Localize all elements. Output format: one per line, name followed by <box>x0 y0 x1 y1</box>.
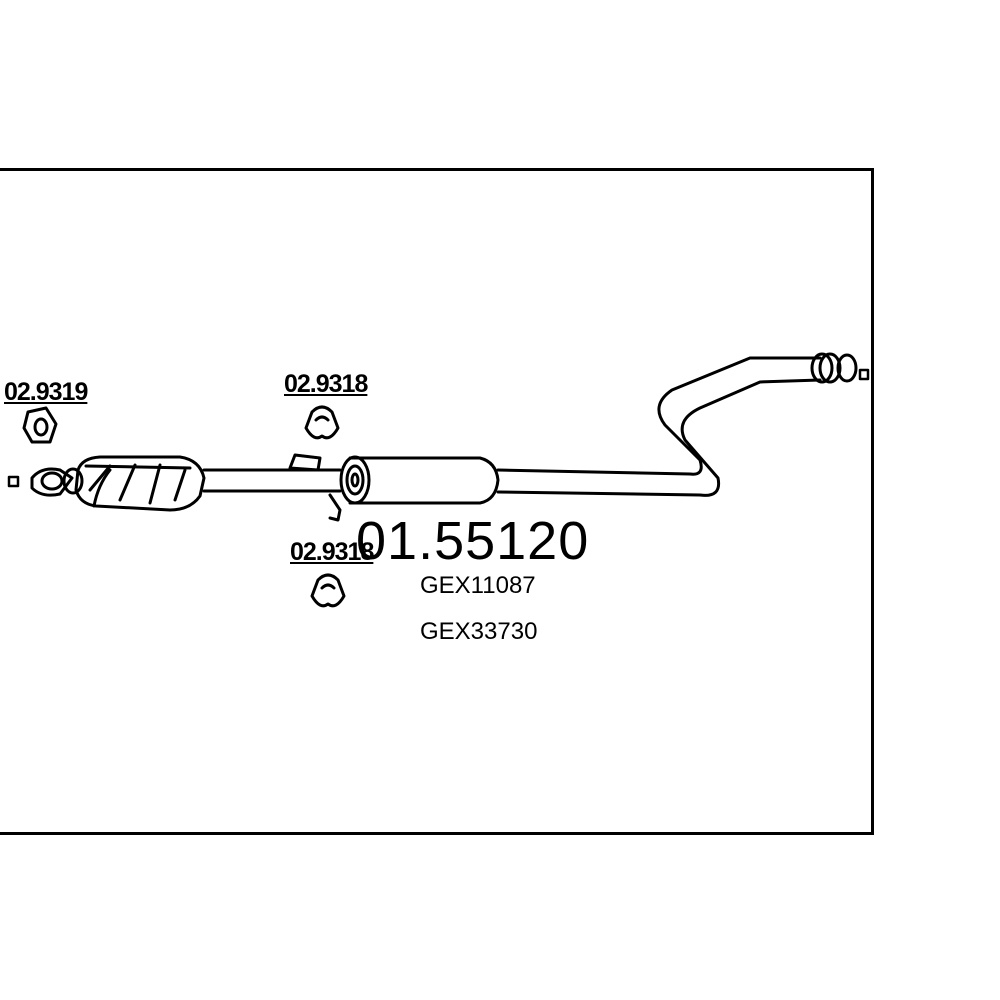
main-part-number: 01.55120 <box>356 511 590 571</box>
reference-number-2: GEX33730 <box>420 618 538 645</box>
tail-pipe <box>496 356 822 497</box>
reference-number-1: GEX11087 <box>420 572 536 599</box>
rear-end-marker <box>858 368 870 381</box>
front-pipe <box>202 468 342 493</box>
rubber-hanger-middle-top <box>304 405 340 440</box>
rubber-hanger-middle-bottom <box>310 573 346 608</box>
rubber-hanger-front <box>22 406 58 444</box>
pipe-bracket <box>288 453 342 522</box>
rear-flange <box>810 352 858 384</box>
front-flange <box>30 467 84 497</box>
catalytic-converter <box>74 455 206 512</box>
hanger-label-middle-top: 02.9318 <box>284 370 368 398</box>
hanger-label-middle-bottom: 02.9318 <box>290 538 374 566</box>
front-end-marker <box>7 475 20 488</box>
hanger-label-front: 02.9319 <box>4 378 88 406</box>
center-muffler <box>339 455 500 505</box>
